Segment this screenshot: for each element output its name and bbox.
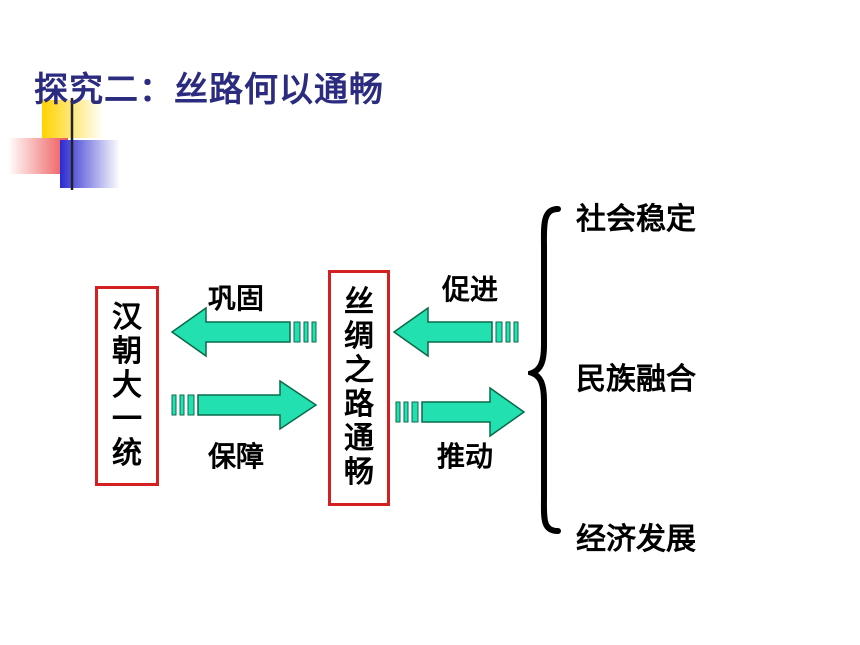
arrow-top-left-icon	[170, 306, 317, 358]
center-box-char: 丝	[344, 285, 374, 320]
center-box-char: 绸	[344, 319, 374, 354]
arrow-bottom-left-icon	[171, 379, 318, 431]
page-title: 探究二：丝路何以通畅	[34, 70, 384, 110]
arrow-bottom-right-icon	[395, 386, 526, 438]
left-box-char: 统	[112, 436, 142, 471]
left-box-char: 朝	[112, 334, 142, 369]
left-box-char: 大	[112, 368, 142, 403]
arrow-top-right-icon	[392, 306, 519, 358]
center-box-char: 畅	[344, 455, 374, 490]
outcome-economic-development: 经济发展	[576, 522, 696, 557]
deco-red-square	[8, 138, 68, 174]
top-right-arrow-label: 促进	[442, 273, 499, 306]
center-box-char: 路	[344, 387, 374, 422]
title-decoration	[8, 98, 852, 190]
outcome-ethnic-integration: 民族融合	[576, 362, 696, 397]
center-box-char: 之	[344, 353, 374, 388]
bottom-left-arrow-label: 保障	[208, 440, 265, 473]
curly-brace-icon	[528, 206, 561, 534]
left-box-char: 汉	[112, 300, 142, 335]
bottom-right-arrow-label: 推动	[437, 440, 494, 473]
deco-blue-square	[60, 140, 120, 188]
center-box: 丝 绸 之 路 通 畅	[328, 270, 390, 506]
left-box: 汉 朝 大 一 统	[95, 286, 159, 486]
left-box-char: 一	[112, 402, 142, 437]
outcome-social-stability: 社会稳定	[576, 202, 696, 237]
top-left-arrow-label: 巩固	[208, 282, 265, 315]
center-box-char: 通	[344, 421, 374, 456]
